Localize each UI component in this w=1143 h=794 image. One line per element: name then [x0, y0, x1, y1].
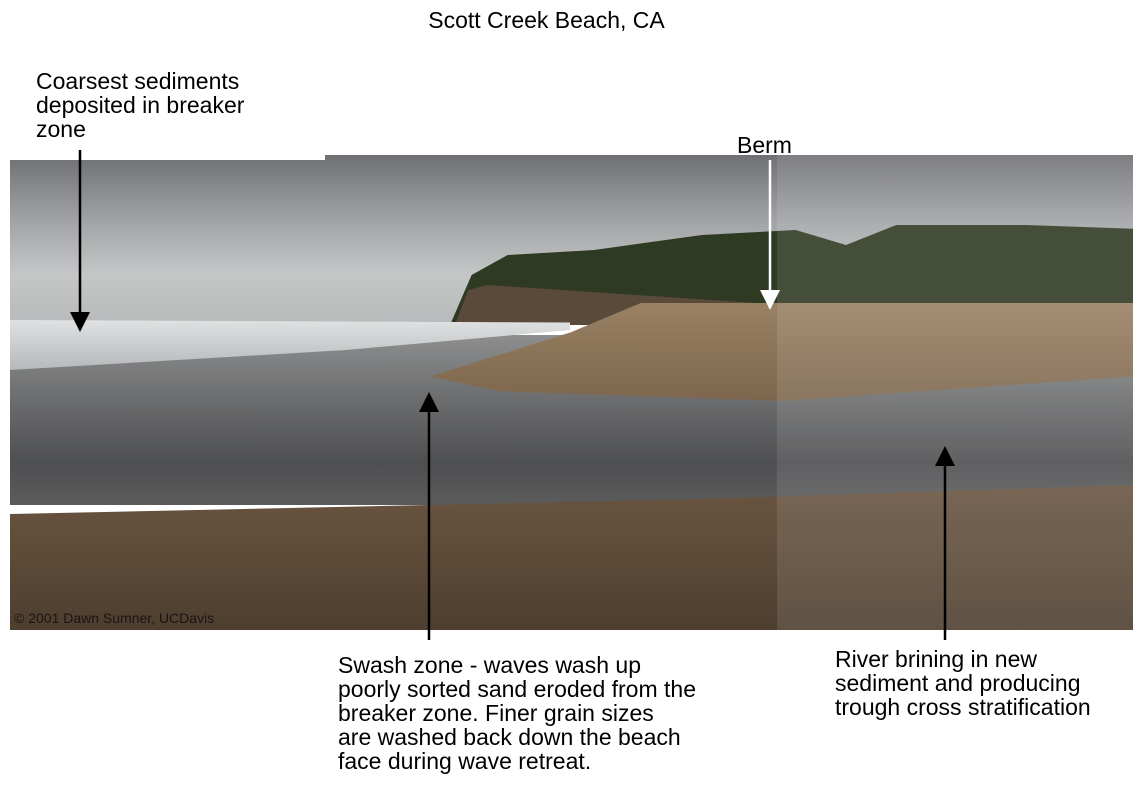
label-berm: Berm	[737, 132, 792, 158]
copyright-text: © 2001 Dawn Sumner, UCDavis	[14, 610, 215, 626]
figure-title: Scott Creek Beach, CA	[428, 7, 665, 33]
label-breaker-zone: Coarsest sediments deposited in breaker …	[36, 68, 245, 142]
photo-panel-right	[777, 155, 1133, 630]
label-river: River brining in new sediment and produc…	[835, 646, 1091, 720]
label-swash-zone: Swash zone - waves wash up poorly sorted…	[338, 652, 696, 774]
beach-photo: © 2001 Dawn Sumner, UCDavis	[10, 155, 1133, 630]
